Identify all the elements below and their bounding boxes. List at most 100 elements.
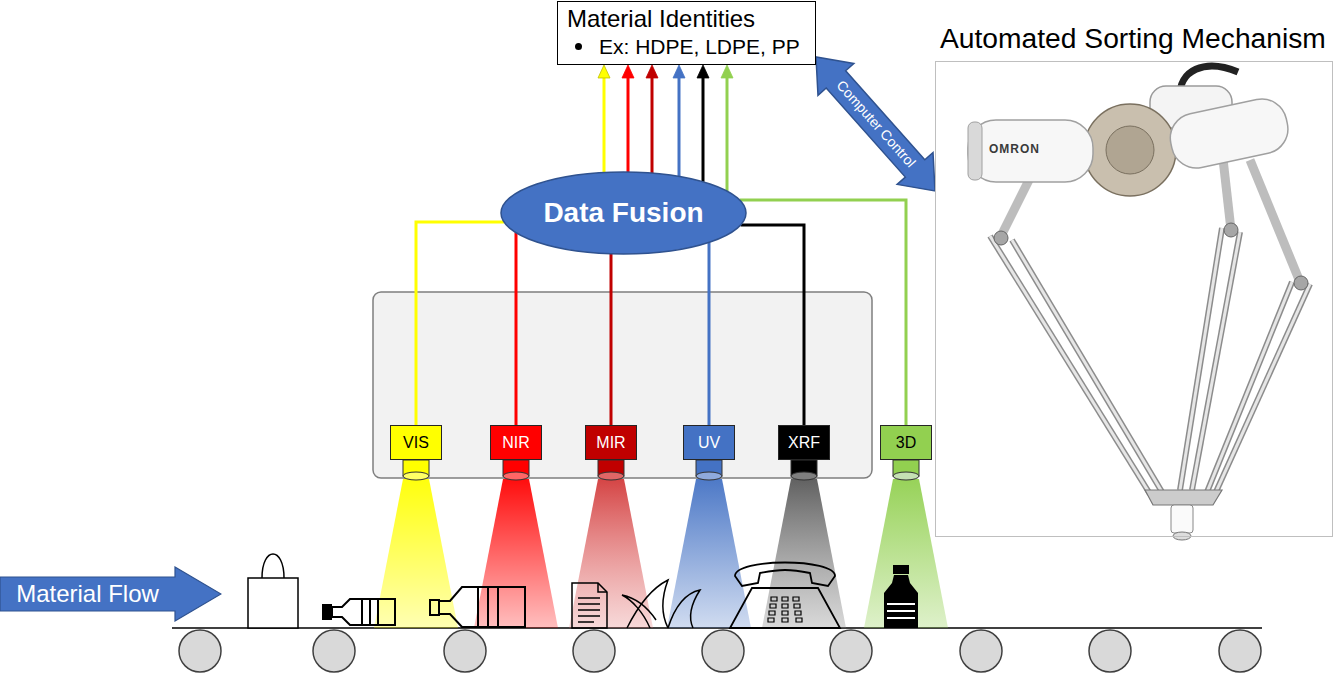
large-bottle-icon (430, 587, 525, 627)
banana-peel-icon (622, 580, 700, 628)
robot-rod (990, 236, 1150, 494)
signal-line (515, 233, 518, 425)
arrowhead (598, 65, 610, 78)
robot-rod (1012, 240, 1165, 497)
arrow-outline (0, 567, 221, 621)
telephone-icon (730, 563, 840, 629)
roller (573, 630, 615, 672)
lens-face (696, 472, 722, 480)
robot-joint (994, 231, 1008, 245)
node-title: Material Identities (567, 5, 755, 34)
signal-line (610, 254, 613, 425)
lens-face (893, 472, 919, 480)
peel-flap (668, 590, 700, 628)
signal-line (702, 73, 705, 182)
phone-handset (735, 563, 835, 587)
signal-line (627, 73, 630, 172)
small-bottle-icon (322, 599, 395, 625)
ellipse-outline (501, 172, 746, 254)
bottle-ridges (478, 587, 498, 627)
robot-joint (1294, 276, 1308, 290)
arrowhead (646, 65, 658, 78)
paper-sheet (572, 583, 607, 628)
lens-face (503, 472, 529, 480)
lens-face (403, 472, 429, 480)
robot-left-motor (968, 120, 1093, 182)
robot-hub (1084, 104, 1176, 196)
arrowhead (697, 65, 709, 78)
signal-line (708, 242, 711, 425)
node-title: Automated Sorting Mechanism (940, 22, 1326, 56)
sensor-box: NIR (490, 425, 542, 460)
roller (1089, 630, 1131, 672)
delta-robot (968, 66, 1310, 540)
roller (702, 630, 744, 672)
node-body: Ex: HDPE, LDPE, PP (599, 34, 800, 59)
robot-right-motor (1166, 94, 1293, 172)
sensor-box: MIR (585, 425, 637, 460)
robot-tool (1171, 505, 1193, 533)
sensor-box: VIS (390, 425, 442, 460)
fusion-ellipse: Data Fusion (500, 171, 747, 255)
robot-rod (1012, 240, 1165, 497)
sensor-lenses (403, 460, 919, 480)
uv-beam (667, 479, 751, 628)
text-holder: Material Flow (0, 577, 175, 611)
bag-body (248, 578, 298, 628)
flow-arrow: Material Flow (0, 566, 222, 622)
peel-flap (622, 595, 656, 628)
bottle-cap (430, 600, 439, 615)
robot-platform (1145, 490, 1222, 505)
nir-beam (474, 479, 558, 628)
robot-upper-arm (1250, 160, 1300, 282)
sensor-box: 3D (880, 425, 932, 460)
bottle-cap (893, 565, 909, 574)
roller (444, 630, 486, 672)
bag-handle (262, 554, 284, 578)
arrowhead (622, 65, 634, 78)
bottle-ridges (362, 599, 378, 625)
brand-mark: OMRON (989, 142, 1040, 156)
result-box: Material IdentitiesEx: HDPE, LDPE, PP (557, 1, 816, 65)
xrf-beam (762, 479, 846, 628)
lens-face (598, 472, 624, 480)
sensor-box: XRF (778, 425, 830, 460)
edge-label: Computer Control (833, 77, 919, 171)
signal-line (726, 73, 729, 191)
robot-rod (990, 236, 1150, 494)
signal-line (741, 225, 804, 425)
phone-keypad (768, 597, 802, 622)
paper-fold (598, 583, 607, 592)
sensor-housing (373, 292, 872, 478)
signal-line (740, 200, 906, 425)
node-title: MIR (596, 433, 625, 452)
roller (1219, 630, 1261, 672)
arrowhead (673, 65, 685, 78)
node-title: XRF (788, 433, 820, 452)
signal-line (603, 73, 606, 173)
sensor-box: UV (683, 425, 735, 460)
phone-body (730, 588, 840, 628)
roller (313, 630, 355, 672)
roller (830, 630, 872, 672)
text-holder: Data Fusion (500, 171, 747, 255)
robot-rod (1205, 282, 1292, 497)
node-title: Material Flow (16, 580, 159, 609)
bullet-dot (575, 43, 582, 50)
vis-beam (374, 479, 458, 628)
lens-face (791, 472, 817, 480)
bottle-body (332, 599, 395, 625)
robot-motor-cap (968, 122, 982, 180)
image-frame (935, 61, 1333, 537)
robot-hub-cap (1106, 126, 1154, 174)
bottle-body (884, 575, 918, 628)
node-title: 3D (896, 433, 916, 452)
robot-panel: Automated Sorting Mechanism (935, 22, 1333, 537)
robot-upper-arm (1001, 178, 1030, 236)
arrowhead (721, 65, 733, 78)
robot-rod (1205, 282, 1292, 497)
signal-line (678, 73, 681, 176)
